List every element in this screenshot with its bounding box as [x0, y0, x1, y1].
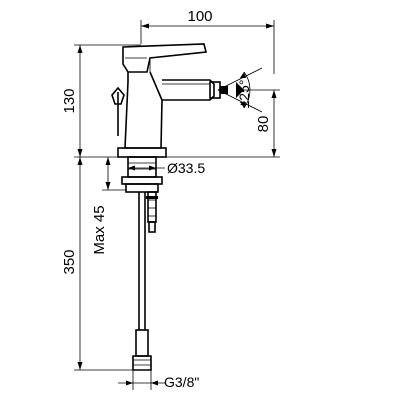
- dim-mount-hole-label: Ø33.5: [167, 160, 205, 176]
- dim-body-height-label: 130: [61, 88, 78, 113]
- dim-max-deck: [102, 157, 126, 191]
- dim-swivel-angle-label: ±25°: [236, 80, 252, 109]
- dim-mount-hole: [128, 165, 165, 171]
- dim-hose-length-label: 350: [61, 249, 78, 274]
- dim-hose-thread: [118, 370, 166, 390]
- dim-outlet-height-label: 80: [255, 116, 272, 133]
- faucet-body: [111, 43, 228, 158]
- dim-max-deck-label: Max 45: [91, 205, 108, 254]
- flexible-hose: [132, 192, 152, 371]
- dim-spout-reach-label: 100: [187, 8, 212, 25]
- dim-body-height: [74, 44, 141, 158]
- dim-spout-reach: [140, 20, 275, 74]
- dim-outlet-height: [166, 89, 280, 158]
- dim-hose-thread-label: G3/8": [164, 374, 199, 390]
- dim-hose-length: [74, 157, 133, 371]
